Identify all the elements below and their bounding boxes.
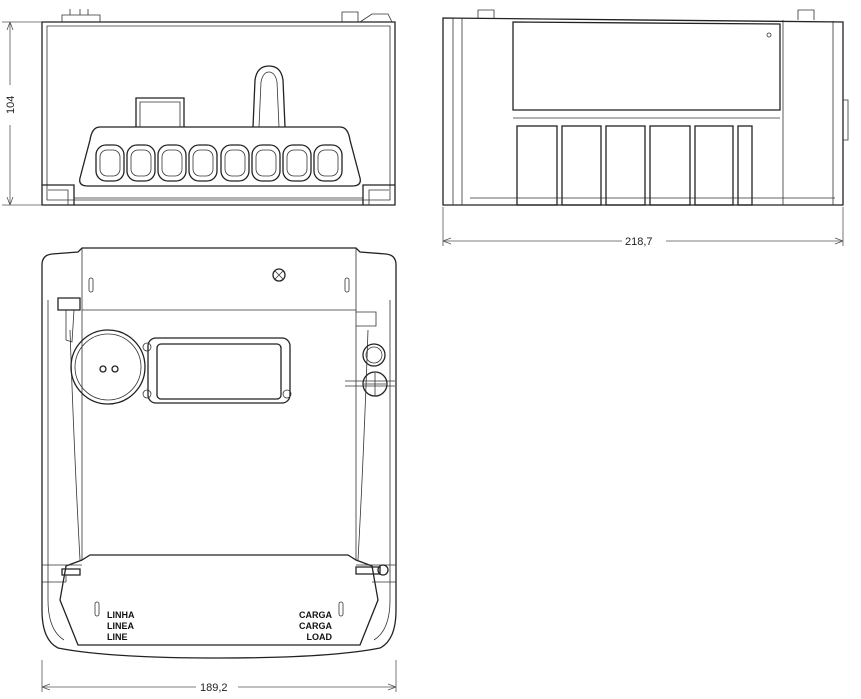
line-label-es: LINEA xyxy=(107,621,135,631)
load-label-en: LOAD xyxy=(307,632,333,642)
length-dimension-label: 218,7 xyxy=(625,236,653,248)
height-dimension: 104 xyxy=(2,21,42,206)
front-view: LINHA LINEA LINE CARGA CARGA LOAD xyxy=(41,247,397,659)
terminal-row xyxy=(95,144,343,182)
height-dimension-label: 104 xyxy=(5,96,17,114)
width-dimension-label: 189,2 xyxy=(200,682,228,694)
load-label-pt: CARGA xyxy=(299,610,332,620)
line-label-pt: LINHA xyxy=(107,610,135,620)
width-dimension: 189,2 xyxy=(41,660,397,694)
top-view xyxy=(41,9,396,206)
load-label-es: CARGA xyxy=(299,621,332,631)
line-labels: LINHA LINEA LINE xyxy=(107,610,135,642)
display-window xyxy=(142,337,292,404)
load-labels: CARGA CARGA LOAD xyxy=(299,610,332,642)
length-dimension: 218,7 xyxy=(442,207,844,248)
side-view xyxy=(442,9,849,206)
line-label-en: LINE xyxy=(107,632,128,642)
optical-port xyxy=(70,329,146,405)
